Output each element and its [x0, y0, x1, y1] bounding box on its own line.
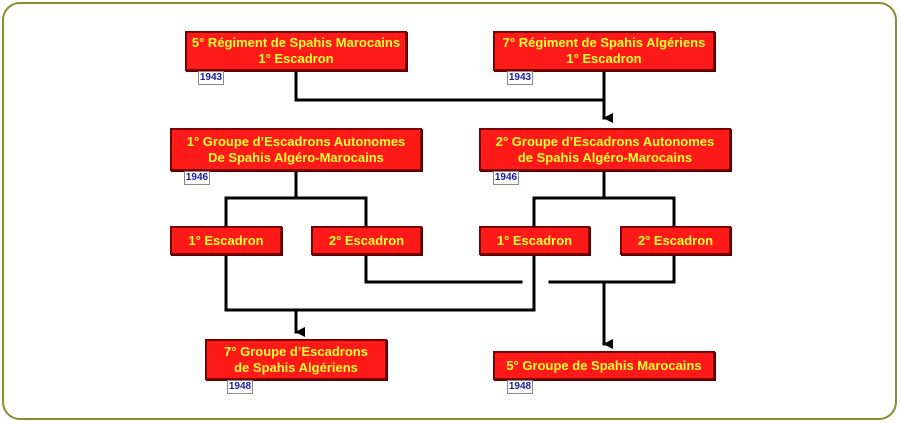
node-g1-2-escadron: 2° Escadron: [311, 226, 422, 255]
node-line1: 1° Groupe d’Escadrons Autonomes: [186, 133, 406, 149]
node-7-groupe-spahis-algeriens: 7° Groupe d’Escadrons de Spahis Algérien…: [205, 339, 387, 380]
node-line2: De Spahis Algéro-Marocains: [208, 149, 384, 165]
node-line1: 2° Groupe d’Escadrons Autonomes: [495, 133, 715, 149]
link-r5-to-merge: [294, 70, 606, 102]
node-line1: 2° Escadron: [328, 232, 405, 248]
link-g1e1-to-g7: [224, 253, 536, 312]
year-tag: 1948: [227, 380, 253, 394]
node-line2: 1° Escadron: [258, 51, 334, 66]
node-1-groupe-escadrons-autonomes: 1° Groupe d’Escadrons Autonomes De Spahi…: [170, 128, 422, 171]
node-line1: 5° Régiment de Spahis Marocains: [191, 35, 401, 50]
year-tag: 1946: [184, 171, 210, 185]
node-line2: 1° Escadron: [566, 51, 642, 66]
year-tag: 1943: [198, 71, 224, 85]
node-g1-1-escadron: 1° Escadron: [170, 226, 282, 255]
node-line1: 5° Groupe de Spahis Marocains: [506, 357, 702, 373]
node-line1: 7° Régiment de Spahis Algériens: [502, 35, 706, 50]
node-line1: 2° Escadron: [637, 232, 714, 248]
node-5-groupe-spahis-marocains: 5° Groupe de Spahis Marocains: [493, 351, 715, 380]
node-line1: 7° Groupe d’Escadrons: [224, 343, 368, 359]
year-tag: 1946: [493, 171, 519, 185]
link-g2-split: [532, 169, 676, 228]
year-tag: 1943: [507, 71, 533, 85]
node-line2: de Spahis Algéro-Marocains: [517, 149, 693, 165]
node-line1: 1° Escadron: [188, 232, 264, 248]
node-line2: de Spahis Algériens: [234, 359, 358, 375]
diagram-frame: [2, 2, 897, 420]
node-line1: 1° Escadron: [496, 232, 573, 248]
link-g1e2-to-g5: [364, 253, 523, 284]
link-g2e2-to-g5: [548, 253, 676, 284]
node-7-regiment-spahis-algeriens: 7° Régiment de Spahis Algériens 1° Escad…: [493, 31, 715, 71]
link-g1-split: [224, 169, 368, 228]
year-tag: 1948: [507, 380, 533, 394]
node-g2-2-escadron: 2° Escadron: [620, 226, 731, 255]
node-g2-1-escadron: 1° Escadron: [479, 226, 590, 255]
node-5-regiment-spahis-marocains: 5° Régiment de Spahis Marocains 1° Escad…: [185, 31, 407, 71]
node-2-groupe-escadrons-autonomes: 2° Groupe d’Escadrons Autonomes de Spahi…: [479, 128, 731, 171]
